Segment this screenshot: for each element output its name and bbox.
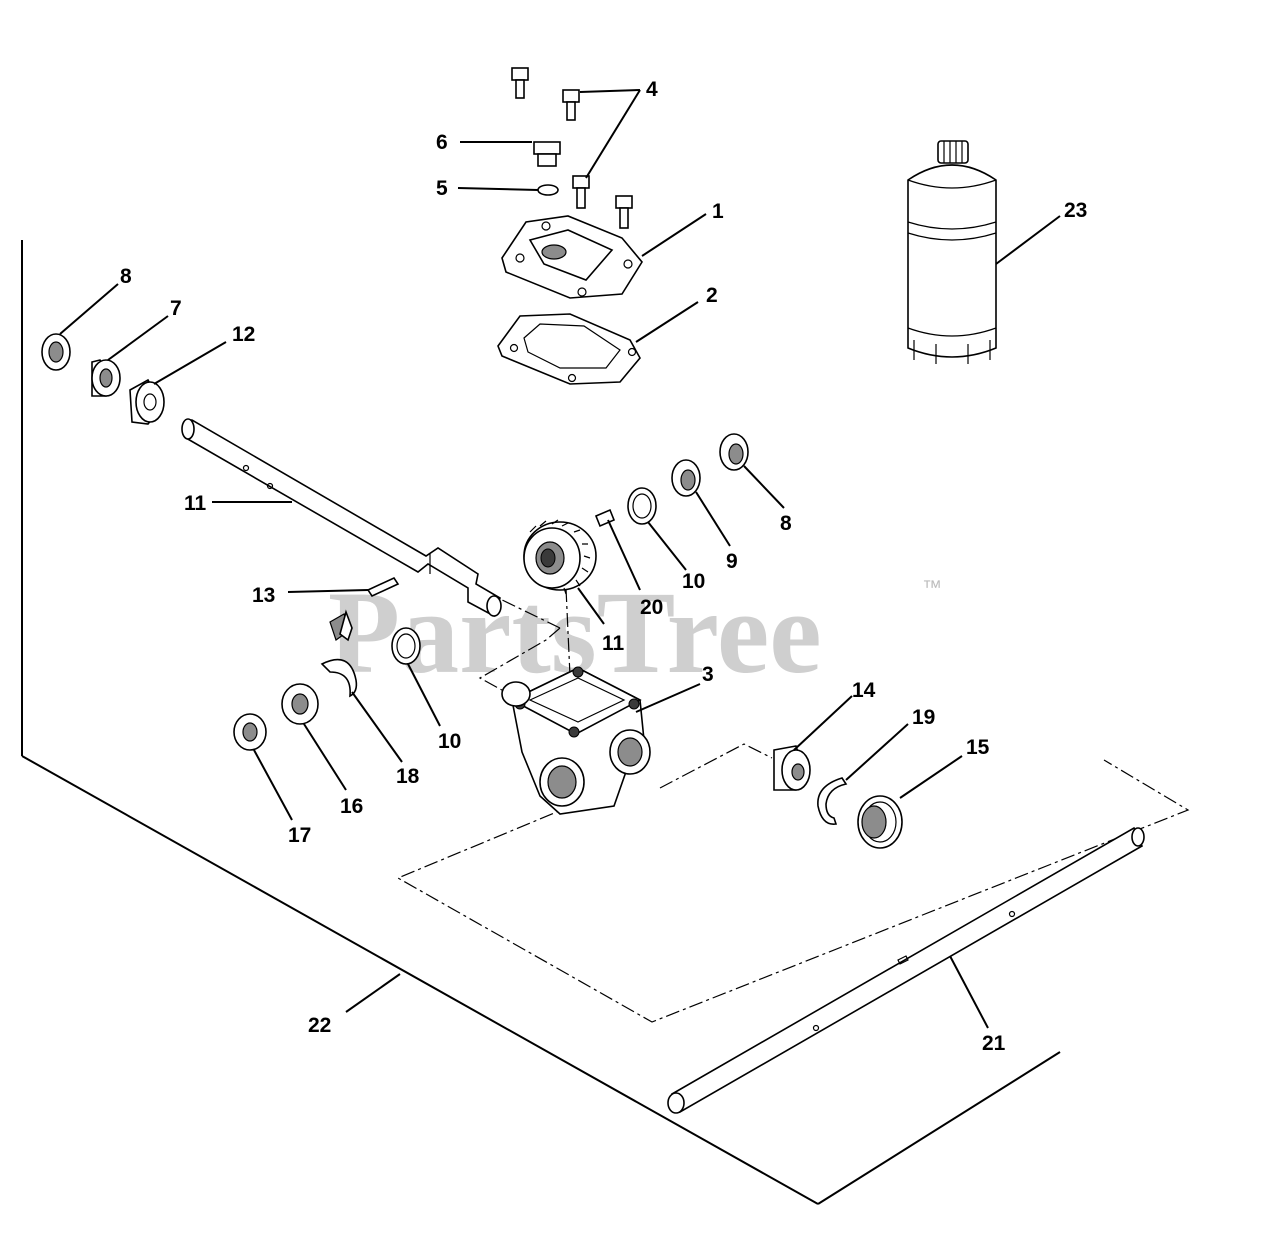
washer-icon <box>537 184 559 196</box>
roll-pin-icon <box>366 576 400 598</box>
part-label-16: 16 <box>340 795 363 818</box>
part-label-14: 14 <box>852 679 876 702</box>
leader-lines <box>59 89 1061 1029</box>
gear-case-cover-icon <box>501 215 643 299</box>
thrust-washer-icon <box>391 627 421 665</box>
watermark-trademark: ™ <box>922 577 942 599</box>
lubricant-bottle-icon <box>907 140 997 364</box>
bolt-icon <box>615 195 633 229</box>
bearing-icon <box>281 683 319 725</box>
part-label-8-left: 8 <box>120 265 132 288</box>
part-label-22: 22 <box>308 1014 331 1037</box>
part-label-20: 20 <box>640 596 663 619</box>
part-label-12: 12 <box>232 323 255 346</box>
part-label-21: 21 <box>982 1032 1006 1055</box>
spacer-icon <box>129 378 165 425</box>
bushing-icon <box>91 359 121 397</box>
shaft-icon <box>181 418 502 618</box>
part-label-11-gear: 11 <box>602 632 625 655</box>
drain-plug-icon <box>533 141 561 167</box>
shift-clip-icon <box>320 609 358 698</box>
woodruff-key-icon <box>594 508 616 528</box>
part-label-7: 7 <box>170 297 182 320</box>
part-label-23: 23 <box>1064 199 1087 222</box>
bearing-icon <box>233 713 267 751</box>
part-label-6: 6 <box>436 131 448 154</box>
part-label-19: 19 <box>912 706 935 729</box>
gasket-icon <box>497 313 641 385</box>
axle-icon <box>667 826 1145 1114</box>
bolt-icon <box>511 67 529 99</box>
part-label-18: 18 <box>396 765 420 788</box>
part-labels: 4 6 5 1 2 23 8 7 12 11 13 11 20 10 9 8 3… <box>120 78 1087 1055</box>
worm-gear-icon <box>523 519 597 595</box>
part-label-2: 2 <box>706 284 718 307</box>
part-label-10-right: 10 <box>682 570 705 593</box>
part-label-9: 9 <box>726 550 738 573</box>
part-label-4: 4 <box>646 78 658 101</box>
bearing-icon <box>719 433 749 471</box>
part-label-13: 13 <box>252 584 275 607</box>
part-label-15: 15 <box>966 736 990 759</box>
part-label-1: 1 <box>712 200 724 223</box>
bolt-icon <box>572 175 590 209</box>
bearing-icon <box>41 333 71 371</box>
bolt-icon <box>562 89 580 121</box>
part-label-8-right: 8 <box>780 512 792 535</box>
part-label-5: 5 <box>436 177 448 200</box>
bushing-icon <box>671 459 701 497</box>
thrust-washer-icon <box>627 487 657 525</box>
seal-icon <box>857 795 903 849</box>
gear-housing-icon <box>501 666 651 815</box>
part-label-17: 17 <box>288 824 311 847</box>
part-label-3: 3 <box>702 663 714 686</box>
spacer-icon <box>773 745 811 791</box>
part-label-11-shaft: 11 <box>184 492 207 515</box>
part-label-10-left: 10 <box>438 730 461 753</box>
assembly-frame <box>21 240 1061 1205</box>
snap-ring-icon <box>817 777 848 825</box>
